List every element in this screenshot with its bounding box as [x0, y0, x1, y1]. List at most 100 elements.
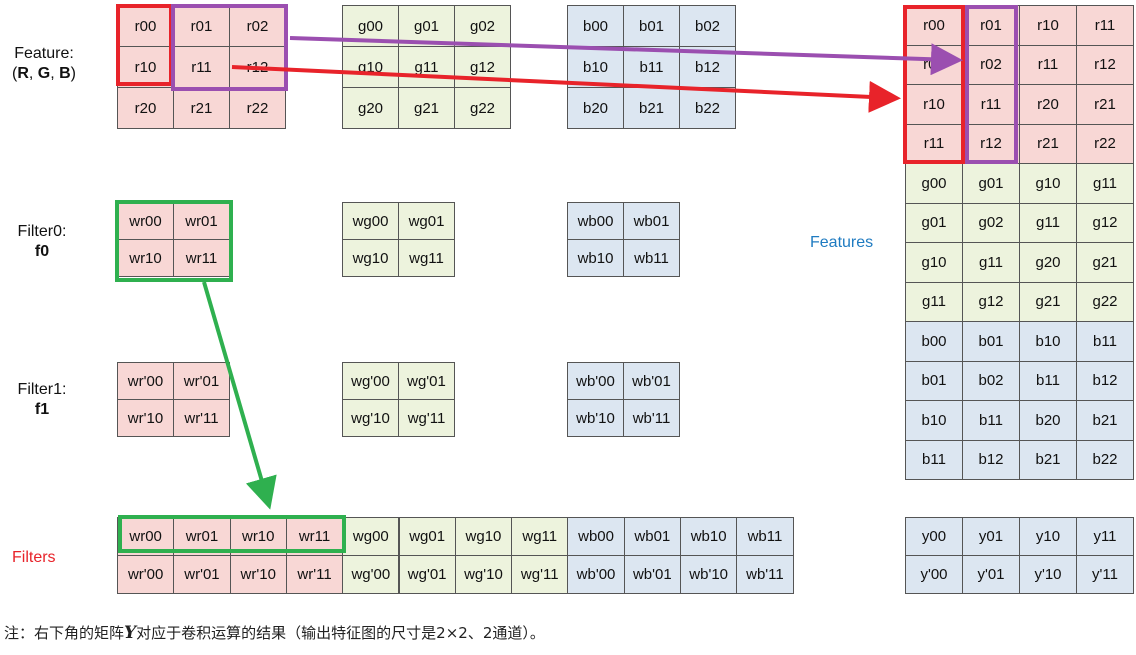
features-matrix-cell: r11	[905, 123, 963, 164]
features-matrix-cell: g10	[1019, 163, 1077, 204]
filter0-g-cell: wg00	[342, 202, 399, 240]
filter1-label-line2: f1	[34, 401, 50, 418]
footnote-symbol-y: Y	[124, 623, 137, 643]
output-y-cell: y'11	[1076, 555, 1134, 594]
feature-b-cell: b21	[623, 87, 680, 129]
features-matrix-cell: b02	[962, 360, 1020, 401]
filters-row1-cell: wb'10	[680, 555, 738, 594]
features-matrix-cell: r12	[962, 123, 1020, 164]
features-matrix-cell: b10	[905, 400, 963, 441]
feature-b-cell: b10	[567, 46, 624, 88]
filters-row1-cell: wb'00	[567, 555, 625, 594]
features-matrix-cell: g10	[905, 242, 963, 283]
filters-row1-cell: wr'10	[229, 555, 287, 594]
output-y-cell: y11	[1076, 517, 1134, 556]
footnote-prefix: 注：右下角的矩阵	[4, 624, 125, 642]
footnote: 注：右下角的矩阵Y对应于卷积运算的结果（输出特征图的尺寸是2×2、2通道）。	[4, 622, 545, 643]
features-matrix-cell: r01	[962, 5, 1020, 46]
filter1-label: Filter1: f1	[4, 380, 80, 420]
features-matrix-cell: b12	[1076, 360, 1134, 401]
filter0-b-cell: wb01	[623, 202, 680, 240]
footnote-suffix: 对应于卷积运算的结果（输出特征图的尺寸是2×2、2通道）。	[136, 624, 545, 642]
feature-g-cell: g12	[454, 46, 511, 88]
filters-row0-cell: wb10	[680, 517, 738, 556]
filters-row1-cell: wg'10	[454, 555, 513, 594]
output-y-cell: y'01	[962, 555, 1020, 594]
features-matrix-cell: b22	[1076, 439, 1134, 480]
filter0-r-cell: wr00	[117, 202, 174, 240]
feature-label-line1: Feature:	[14, 45, 74, 62]
features-matrix-cell: g11	[905, 281, 963, 322]
features-matrix-cell: g11	[1076, 163, 1134, 204]
feature-g-cell: g01	[398, 5, 455, 47]
filters-row0-cell: wb01	[623, 517, 681, 556]
features-matrix-cell: r11	[1019, 44, 1077, 85]
features-matrix-cell: g21	[1019, 281, 1077, 322]
features-matrix-cell: r00	[905, 5, 963, 46]
features-matrix-cell: g20	[1019, 242, 1077, 283]
filter0-label-line1: Filter0:	[17, 223, 67, 240]
filters-row1-cell: wg'11	[511, 555, 569, 594]
features-matrix-cell: b20	[1019, 400, 1077, 441]
feature-r-cell: r11	[173, 46, 230, 88]
feature-b-cell: b22	[679, 87, 736, 129]
features-matrix-cell: r21	[1076, 84, 1134, 125]
filter1-b-cell: wb'10	[567, 399, 624, 437]
filter1-b-cell: wb'01	[623, 362, 680, 400]
features-matrix-cell: r11	[962, 84, 1020, 125]
output-y-cell: y10	[1019, 517, 1077, 556]
features-matrix-cell: r21	[1019, 123, 1077, 164]
filters-row0-cell: wb11	[736, 517, 794, 556]
filter1-r-cell: wr'11	[173, 399, 230, 437]
filter1-b-cell: wb'11	[623, 399, 680, 437]
arrow-red	[231, 65, 901, 113]
filter0-b-cell: wb11	[623, 239, 680, 277]
filters-row1-cell: wb'11	[736, 555, 794, 594]
features-matrix-cell: b10	[1019, 321, 1077, 362]
filter1-g-cell: wg'00	[342, 362, 399, 400]
feature-r-cell: r12	[229, 46, 286, 88]
filter0-b-cell: wb00	[567, 202, 624, 240]
filters-row0-cell: wr10	[229, 517, 287, 556]
output-y-cell: y'10	[1019, 555, 1077, 594]
output-y-cell: y'00	[905, 555, 963, 594]
feature-b-cell: b11	[623, 46, 680, 88]
filters-row1-cell: wg'01	[398, 555, 456, 594]
features-matrix-cell: r22	[1076, 123, 1134, 164]
filter0-label-line2: f0	[34, 243, 50, 260]
feature-b-cell: b01	[623, 5, 680, 47]
feature-label: Feature: (R, G, B)	[4, 44, 84, 84]
features-matrix-cell: g12	[1076, 202, 1134, 243]
features-matrix-cell: b01	[905, 360, 963, 401]
feature-g-cell: g21	[398, 87, 455, 129]
filter1-g-cell: wg'11	[398, 399, 455, 437]
features-matrix-cell: g12	[962, 281, 1020, 322]
filter1-r-cell: wr'01	[173, 362, 230, 400]
feature-r-cell: r10	[117, 46, 174, 88]
feature-b-cell: b02	[679, 5, 736, 47]
features-matrix-cell: b01	[962, 321, 1020, 362]
feature-g-cell: g10	[342, 46, 399, 88]
filters-row1-cell: wr'01	[173, 555, 231, 594]
filters-row1-cell: wr'11	[285, 555, 344, 594]
features-matrix-cell: r01	[905, 44, 963, 85]
output-y-cell: y01	[962, 517, 1020, 556]
features-matrix-cell: g22	[1076, 281, 1134, 322]
feature-g-cell: g22	[454, 87, 511, 129]
feature-r-cell: r00	[117, 5, 174, 47]
filter1-g-cell: wg'01	[398, 362, 455, 400]
filters-row0-cell: wr11	[285, 517, 344, 556]
filter1-b-cell: wb'00	[567, 362, 624, 400]
filter0-r-cell: wr10	[117, 239, 174, 277]
features-matrix-cell: g21	[1076, 242, 1134, 283]
features-label: Features	[810, 234, 874, 251]
features-matrix-cell: b11	[962, 400, 1020, 441]
filter1-r-cell: wr'00	[117, 362, 174, 400]
filters-row1-cell: wr'00	[117, 555, 175, 594]
features-matrix-cell: b11	[1076, 321, 1134, 362]
features-matrix-cell: r11	[1076, 5, 1134, 46]
filters-row0-cell: wg01	[398, 517, 456, 556]
feature-r-cell: r22	[229, 87, 286, 129]
filters-row0-cell: wr01	[173, 517, 231, 556]
